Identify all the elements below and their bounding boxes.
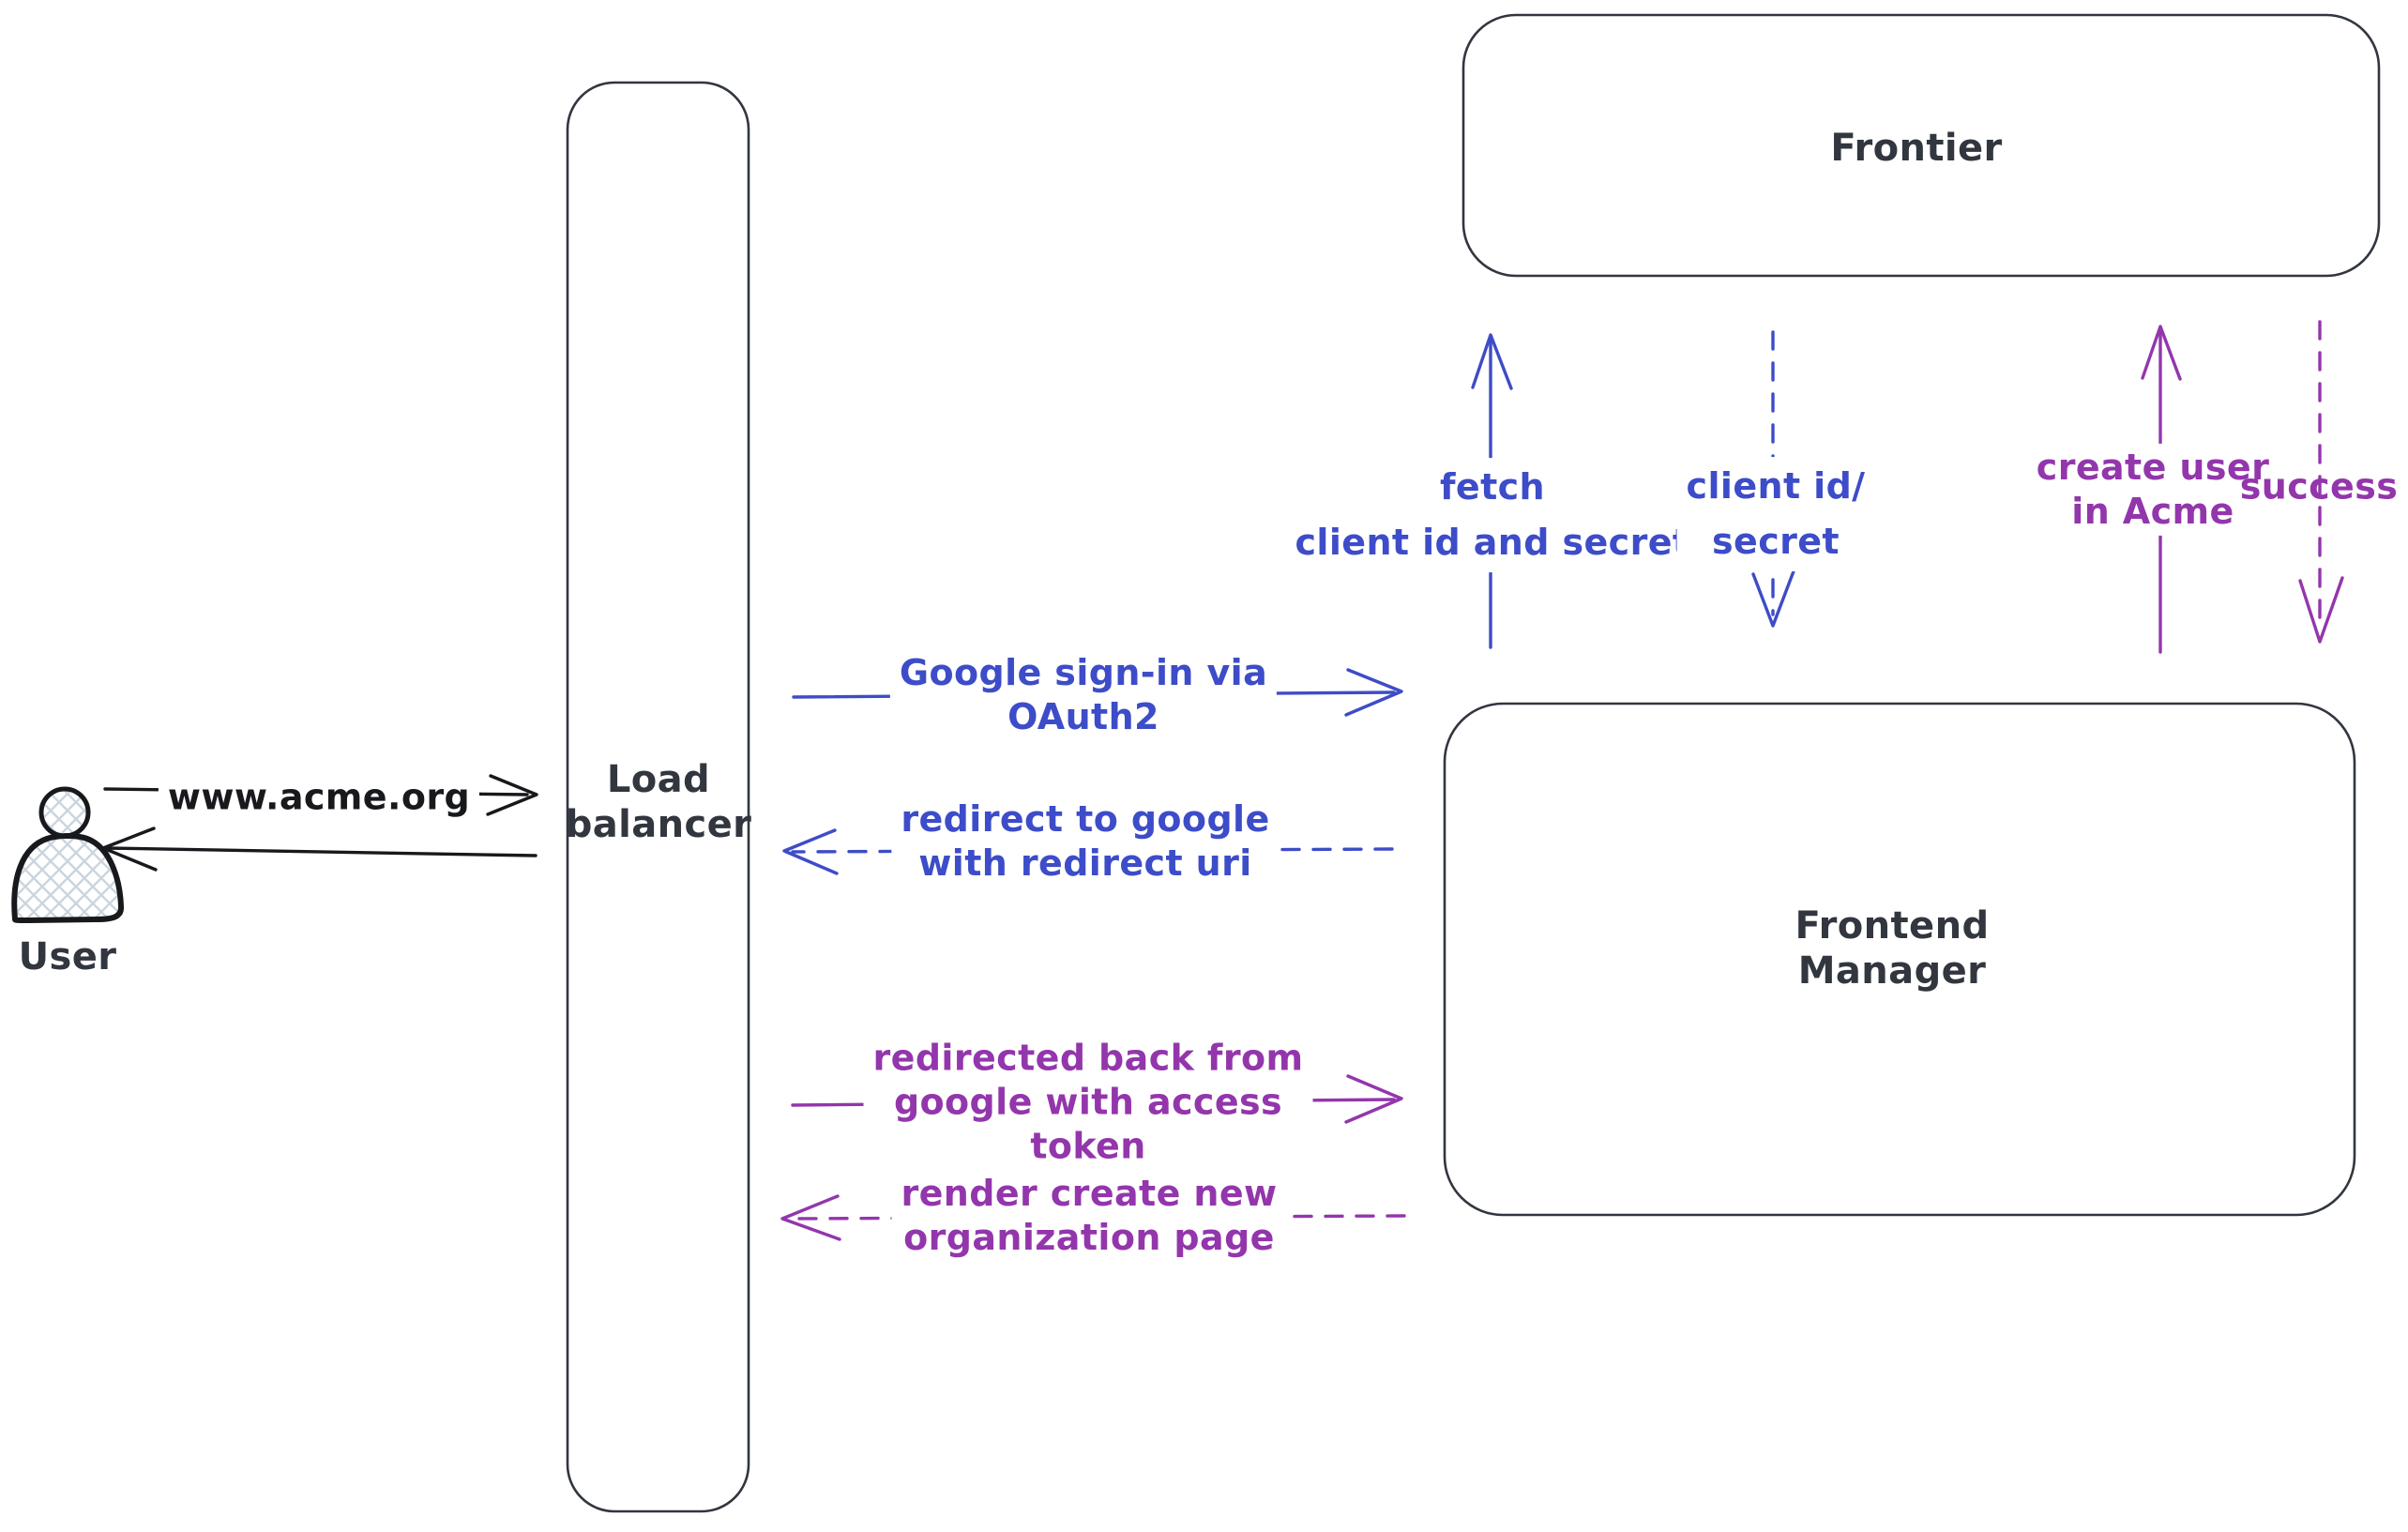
frontend-manager-label: Frontend Manager <box>1795 904 1990 993</box>
user-figure-body <box>11 833 125 923</box>
node-load-balancer-box <box>566 81 750 1513</box>
edge-label-success: success <box>2239 465 2399 508</box>
edge-label-fetch-client-secret: fetch client id and secret <box>1285 458 1700 572</box>
edge-success <box>2298 320 2344 644</box>
node-frontier-box <box>1461 13 2381 278</box>
user-figure <box>11 786 125 923</box>
edge-label-client-id-secret: client id/ secret <box>1676 457 1875 571</box>
edge-label-google-signin: Google sign-in via OAuth2 <box>889 648 1278 742</box>
load-balancer-label: Load balancer <box>565 758 752 846</box>
frontier-label: Frontier <box>1830 127 2003 170</box>
edge-label-redirect-to-google: redirect to google with redirect uri <box>891 795 1280 888</box>
edge-label-redirected-back: redirected back from google with access … <box>863 1034 1313 1171</box>
edge-label-render-org-page: render create new organization page <box>891 1169 1287 1263</box>
user-label: User <box>18 935 117 978</box>
edge-label-create-user: create user in Acme <box>2026 443 2279 537</box>
node-frontend-manager-box <box>1443 702 2356 1217</box>
edge-response-to-user <box>101 827 538 872</box>
user-figure-head <box>38 786 91 839</box>
edge-label-www-acme: www.acme.org <box>158 773 480 822</box>
